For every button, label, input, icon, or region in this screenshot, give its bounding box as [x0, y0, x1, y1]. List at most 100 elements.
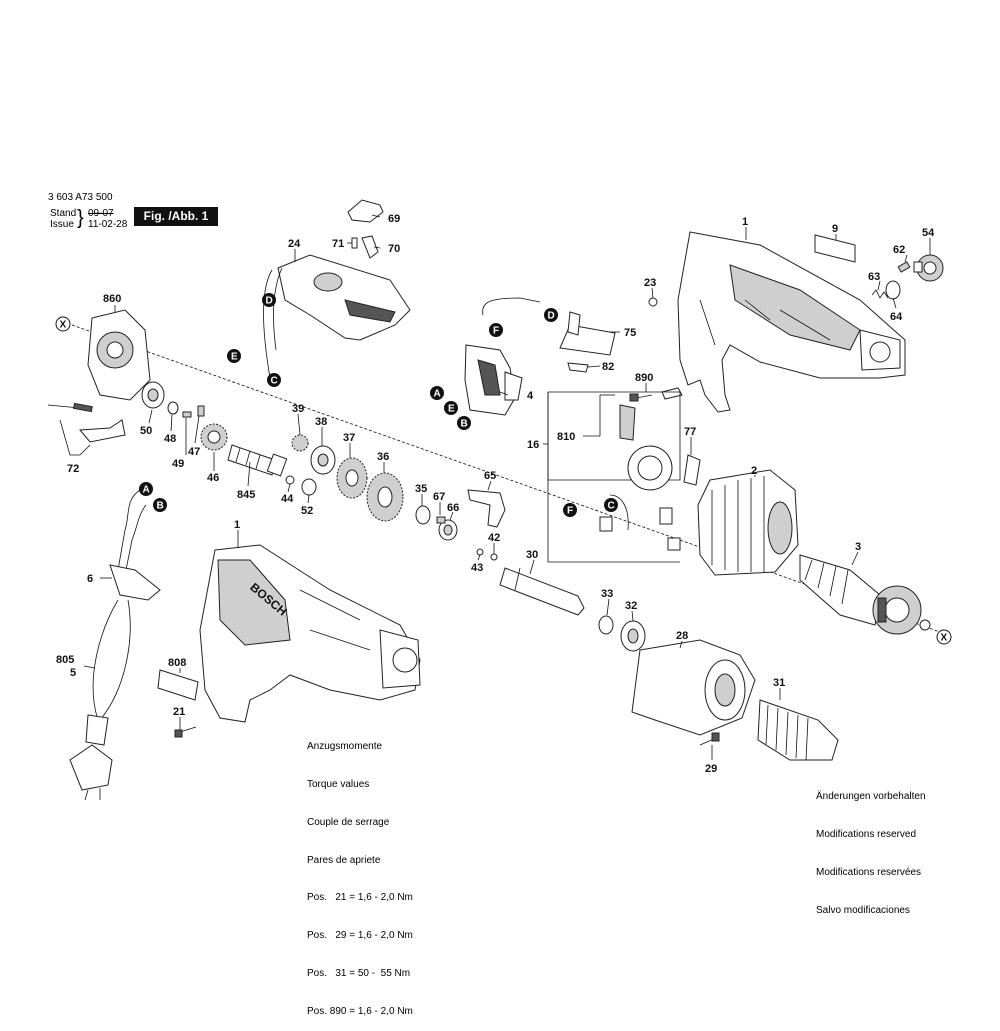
ring-35 — [415, 505, 431, 525]
part-label: 9 — [832, 223, 838, 235]
screw-29 — [699, 732, 720, 746]
part-label: 52 — [301, 505, 313, 517]
cover-24 — [263, 254, 411, 379]
part-label: 32 — [625, 600, 637, 612]
changes-note: Änderungen vorbehalten Modifications res… — [816, 766, 926, 930]
marker-label: A — [434, 389, 441, 400]
marker-label: X — [941, 633, 948, 644]
part-label: 70 — [388, 243, 400, 255]
part-67 — [436, 516, 446, 524]
torque-line: Torque values — [307, 778, 370, 790]
gear-37 — [336, 457, 368, 499]
figure-badge: Fig. /Abb. 1 — [134, 207, 218, 226]
coupling-38 — [310, 445, 336, 475]
axis-line — [71, 324, 941, 633]
marker-label: C — [608, 501, 615, 512]
part-label: 47 — [188, 446, 200, 458]
marker-circle — [267, 373, 281, 387]
sleeve-52 — [301, 478, 317, 496]
part-label: 49 — [172, 458, 184, 470]
screw-21 — [174, 726, 197, 738]
leader-lines — [83, 214, 931, 760]
exploded-diagram: BOSCH — [47, 199, 952, 801]
part-label: 36 — [377, 451, 389, 463]
spring-63 — [871, 289, 889, 299]
label-sheet-808 — [157, 669, 199, 701]
bearing-32 — [620, 620, 646, 652]
marker-label: E — [231, 352, 238, 363]
label-sheet-9 — [814, 234, 856, 263]
marker-label: D — [548, 311, 555, 322]
part-label: 35 — [415, 483, 427, 495]
part-label: 77 — [684, 426, 696, 438]
field-2 — [697, 469, 799, 576]
part-label: 29 — [705, 763, 717, 775]
marker-circle — [604, 498, 618, 512]
part-82 — [567, 362, 589, 373]
marker-circle — [489, 323, 503, 337]
ring-48 — [167, 401, 179, 415]
group-16-box — [547, 391, 701, 563]
marker-label: A — [143, 485, 150, 496]
part-label: 82 — [602, 361, 614, 373]
part-54 — [913, 254, 944, 282]
marker-circle — [430, 386, 444, 400]
part-label: 65 — [484, 470, 496, 482]
part-label: 2 — [751, 465, 757, 477]
part-label: 1 — [742, 216, 748, 228]
part-label: 28 — [676, 630, 688, 642]
bearing-block-860 — [87, 309, 151, 401]
changes-line: Modifications reserved — [816, 828, 917, 840]
marker-circle — [544, 308, 558, 322]
part-label: 71 — [332, 238, 344, 250]
part-44 — [285, 475, 295, 485]
torque-line: Pos. 31 = 50 - 55 Nm — [307, 967, 411, 979]
part-label: 67 — [433, 491, 445, 503]
stand-value: 09-07 — [88, 208, 114, 219]
marker-circle — [262, 293, 276, 307]
part-label: 31 — [773, 677, 785, 689]
part-label: 5 — [70, 667, 76, 679]
part-label: 66 — [447, 502, 459, 514]
part-label: 69 — [388, 213, 400, 225]
part-label: 810 — [557, 431, 575, 443]
switch-4 — [464, 297, 541, 416]
part-label: 33 — [601, 588, 613, 600]
ball-42 — [490, 553, 498, 561]
clip-75 — [567, 311, 581, 336]
marker-circle — [563, 503, 577, 517]
part-label: 46 — [207, 472, 219, 484]
part-label: 54 — [922, 227, 935, 239]
ring-64 — [885, 280, 901, 300]
chuck-31 — [757, 699, 839, 761]
gear-39 — [291, 434, 309, 452]
marker-label: X — [60, 320, 67, 331]
marker-circle — [55, 316, 71, 332]
marker-circle — [227, 349, 241, 363]
issue-value: 11-02-28 — [88, 219, 128, 230]
part-label: 890 — [635, 372, 653, 384]
marker-circle — [457, 416, 471, 430]
part-label: 23 — [644, 277, 656, 289]
part-label: 805 — [56, 654, 74, 666]
shaft-30 — [499, 567, 585, 616]
part-label: 75 — [624, 327, 636, 339]
part-label: 21 — [173, 706, 185, 718]
marker-circle — [153, 498, 167, 512]
marker-label: D — [266, 296, 273, 307]
part-labels: 1 9 54 62 63 64 23 69 71 70 24 75 82 4 8… — [56, 213, 935, 775]
part-23 — [648, 297, 658, 307]
part-label: 50 — [140, 425, 152, 437]
part-label: 37 — [343, 432, 355, 444]
bracket-65 — [467, 489, 506, 528]
part-label: 860 — [103, 293, 121, 305]
part-label: 62 — [893, 244, 905, 256]
screw-890 — [629, 387, 683, 402]
changes-line: Salvo modificaciones — [816, 904, 910, 916]
gear-36 — [366, 472, 404, 522]
part-label: 44 — [281, 493, 294, 505]
lever-72 — [47, 402, 126, 456]
torque-line: Pos. 890 = 1,6 - 2,0 Nm — [307, 1005, 413, 1017]
brace: } — [77, 207, 84, 229]
part-62 — [897, 261, 911, 273]
